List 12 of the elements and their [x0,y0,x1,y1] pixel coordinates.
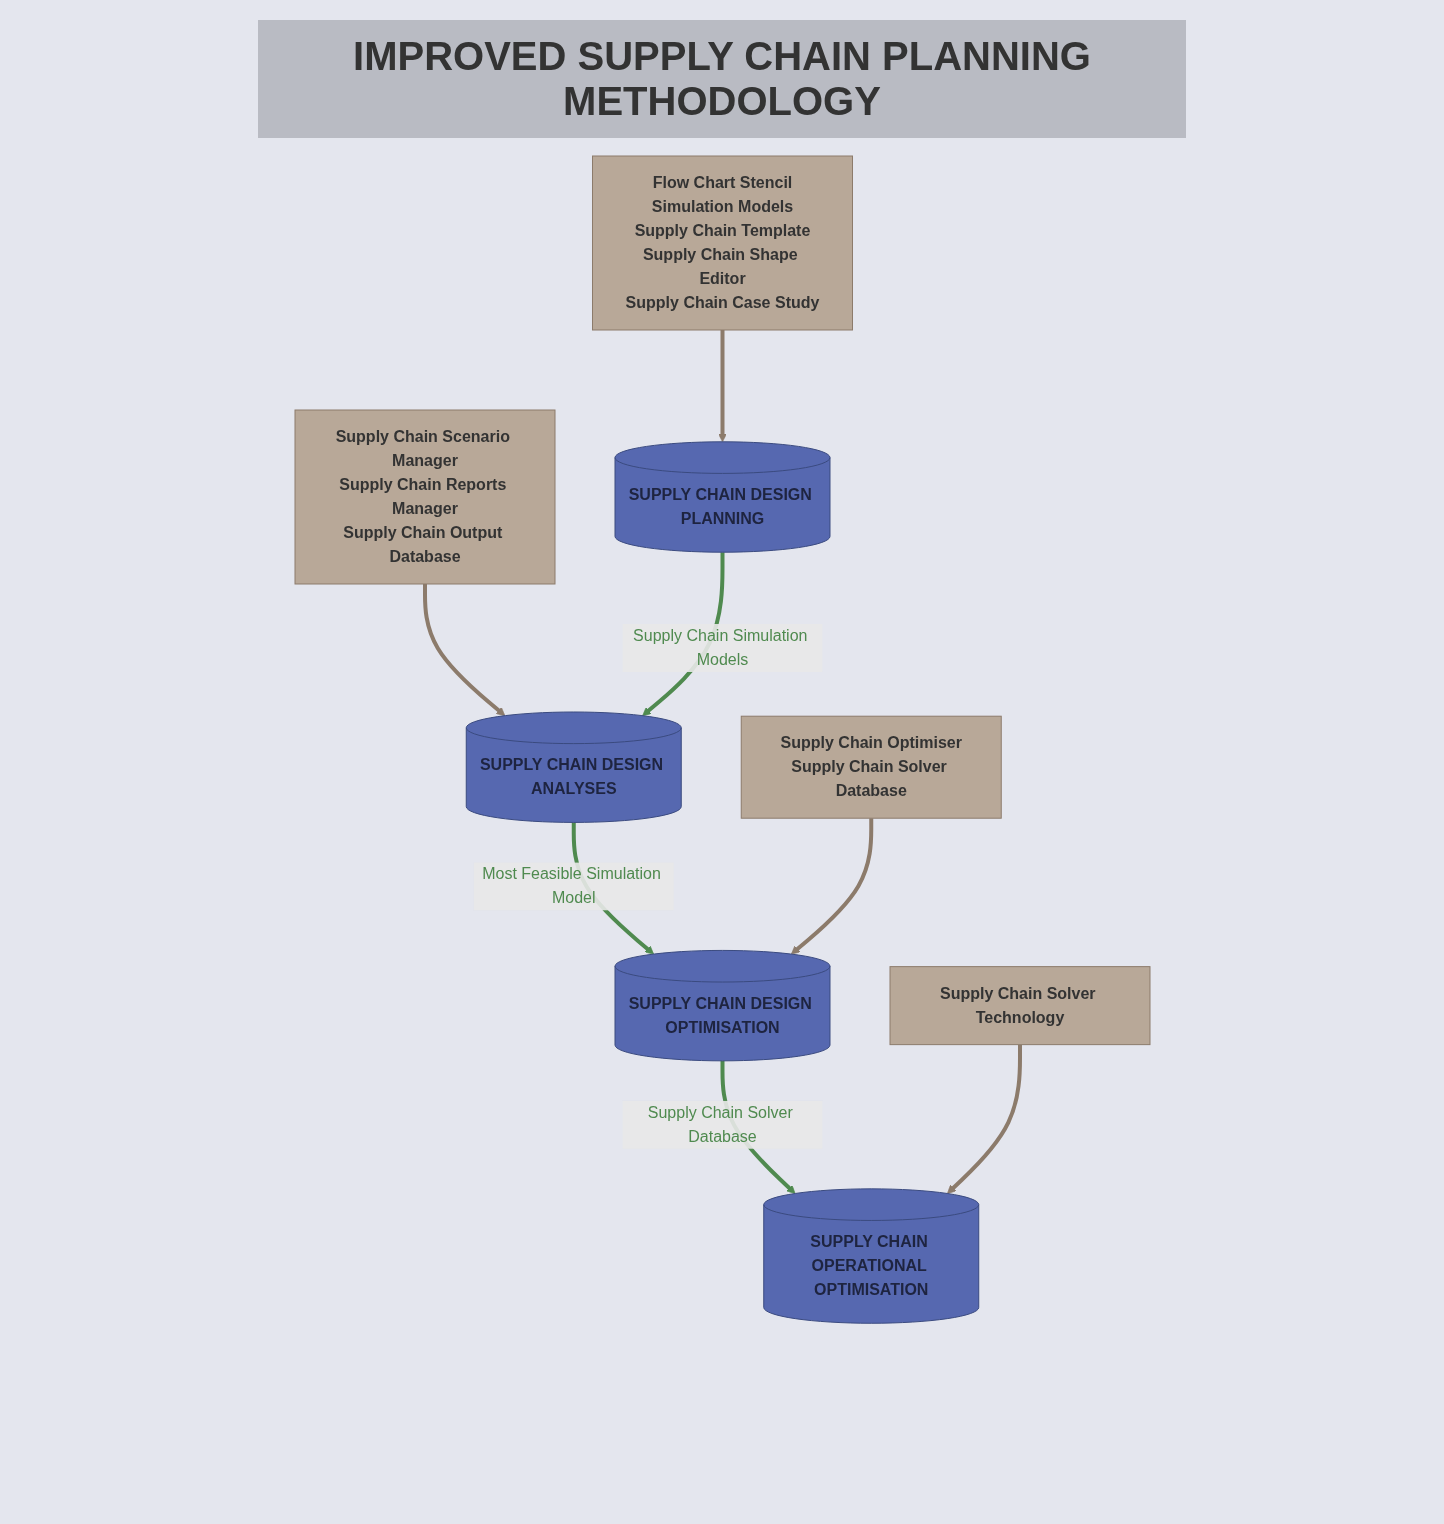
edge-label: Most Feasible Simulation Model [481,865,661,907]
arrow [790,818,873,955]
edge-label: Supply Chain Simulation Models [632,626,807,668]
edge-label: Supply Chain Solver Database [647,1103,793,1145]
node-box: Supply Chain Optimiser Supply Chain Solver Database [740,715,1002,819]
diagram-title: IMPROVED SUPPLY CHAIN PLANNING METHODOLOGY [258,20,1186,138]
arrow [946,1044,1022,1194]
node-box: Flow Chart Stencil Simulation Models Supply Chain Template Supply Chain Shape Editor Supply Chain Case Study [591,155,853,331]
node-box: Supply Chain Scenario Manager Supply Chain Reports Manager Supply Chain Output Database [294,409,555,585]
arrow [717,330,727,443]
arrow [422,584,505,717]
node-box: Supply Chain Solver Technology [889,966,1150,1046]
